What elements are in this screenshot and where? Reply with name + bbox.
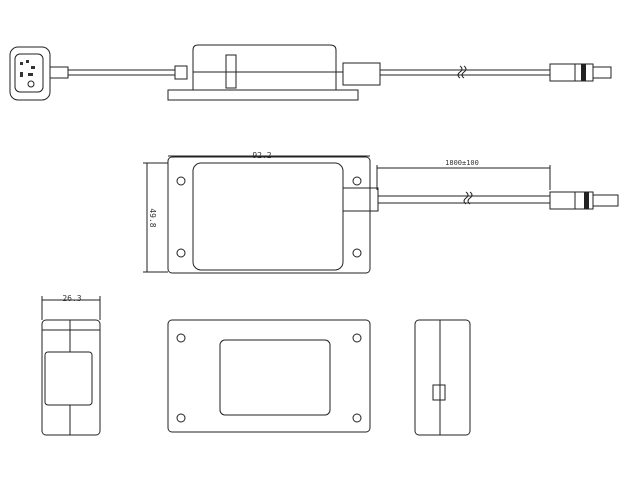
mounting-hole <box>352 333 362 343</box>
dc-connector-body <box>549 63 576 82</box>
label-area <box>225 54 237 89</box>
plug-face <box>14 53 44 93</box>
break-mark <box>463 191 473 205</box>
width-dimension: 49.8 <box>148 208 157 227</box>
mounting-flange <box>167 89 359 101</box>
mounting-hole <box>352 248 362 258</box>
mounting-hole <box>176 333 186 343</box>
break-mark <box>457 65 467 79</box>
body-outline <box>192 162 344 271</box>
dc-plug-tip <box>592 194 619 207</box>
bottom-view <box>167 319 371 433</box>
length-dimension: 92.2 <box>252 151 271 160</box>
plan-view: 92.2 49.8 1800±100 <box>143 151 619 274</box>
plug-strain-relief <box>49 66 69 79</box>
flange-outline <box>167 156 371 274</box>
mounting-hole <box>176 413 186 423</box>
end-view-left: 26.3 <box>41 294 101 436</box>
dc-connector-body <box>549 191 576 210</box>
height-dimension: 26.3 <box>62 294 81 303</box>
mounting-hole <box>176 176 186 186</box>
mounting-hole <box>176 248 186 258</box>
adapter-body <box>192 44 337 90</box>
dc-plug-tip <box>592 66 612 79</box>
output-strain-relief <box>342 62 381 86</box>
mounting-hole <box>352 413 362 423</box>
mounting-hole <box>352 176 362 186</box>
input-cable-grommet <box>174 65 188 80</box>
cable-exit <box>432 384 446 401</box>
plug-markings-icon <box>20 60 35 88</box>
side-elevation-view <box>9 44 612 101</box>
cable-length-dimension: 1800±100 <box>445 159 479 167</box>
end-view-right <box>414 319 471 436</box>
output-strain-relief <box>342 187 379 212</box>
